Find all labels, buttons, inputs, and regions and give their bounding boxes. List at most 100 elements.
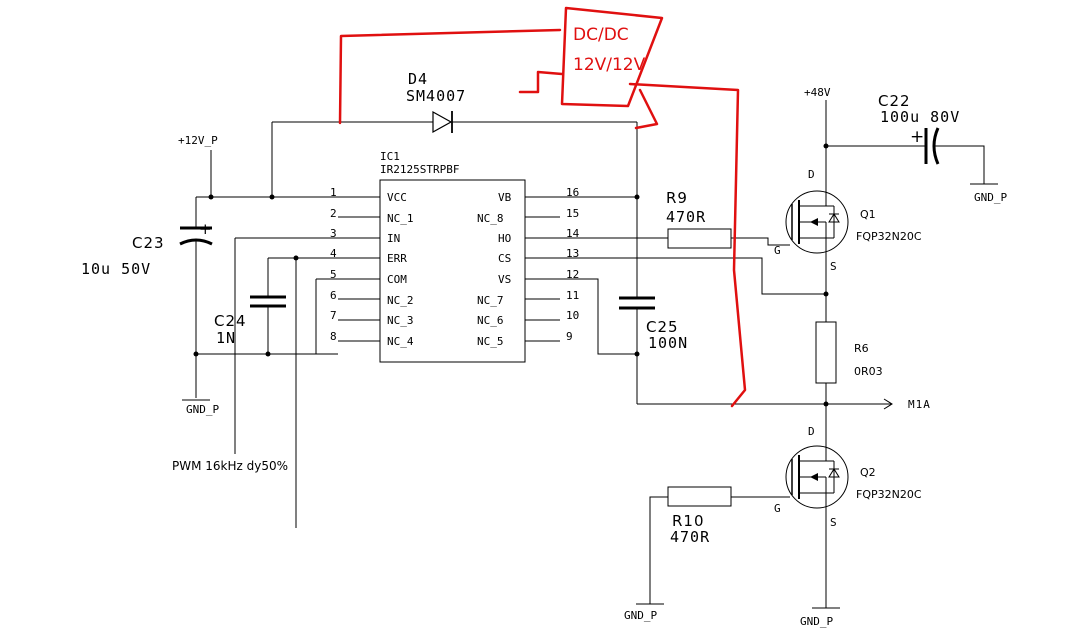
gnd-label-left: GND_P (186, 403, 219, 416)
pin-number: 9 (566, 330, 573, 343)
pin-number: 2 (330, 207, 337, 220)
junction (823, 401, 829, 407)
junction (208, 194, 214, 200)
polarity-plus: + (199, 220, 212, 238)
pin-number: 16 (566, 186, 579, 199)
r10-ref: R10 (672, 512, 705, 530)
pin-name: NC_2 (387, 294, 414, 307)
dcdc-line2: 12V/12V (573, 55, 646, 75)
gnd-label-c22: GND_P (974, 191, 1007, 204)
polarity-plus: + (910, 127, 924, 147)
junction (823, 291, 829, 297)
supply-12v-label: +12V_P (178, 134, 218, 147)
pin-number: 8 (330, 330, 337, 343)
q2-source-label: S (830, 516, 837, 529)
q2-value: FQP32N20C (856, 488, 922, 501)
pin-number: 1 (330, 186, 337, 199)
pin-name: NC_7 (477, 294, 504, 307)
annotation-wire-vb (634, 88, 659, 130)
annotation-wire-mid (518, 70, 564, 94)
r9-ref: R9 (666, 189, 688, 207)
pin-name: NC_4 (387, 335, 414, 348)
c23-ref: C23 (132, 234, 165, 252)
c24-value: 1N (216, 329, 236, 347)
r6-value: 0R03 (854, 365, 883, 378)
ic1-body (379, 179, 526, 363)
m1a-label: M1A (908, 398, 931, 411)
capacitor-c24 (250, 257, 380, 354)
q1-drain-label: D (808, 168, 815, 181)
annotation-wire-left (338, 28, 562, 125)
c25-ref: C25 (646, 318, 679, 336)
pin-number: 4 (330, 247, 337, 260)
pin-name: COM (387, 273, 407, 286)
gnd-label-r10: GND_P (624, 609, 657, 622)
mosfet-q1 (785, 190, 849, 260)
resistor-r9 (667, 228, 732, 249)
pin-name: NC_1 (387, 212, 414, 225)
q2-drain-label: D (808, 425, 815, 438)
ic1-right-pins: 16 VB 15 NC_8 14 HO 13 CS 12 VS 11 NC_7 … (477, 186, 580, 348)
resistor-r10 (667, 486, 732, 507)
junction (634, 351, 640, 357)
pin-number: 5 (330, 268, 337, 281)
mosfet-q2 (785, 445, 849, 515)
pin-name: NC_5 (477, 335, 504, 348)
q1-gate-label: G (774, 244, 781, 257)
ic1-left-pins: 1 VCC 2 NC_1 3 IN 4 ERR 5 COM 6 NC_2 7 N… (330, 186, 414, 348)
gnd-label-q2: GND_P (800, 615, 833, 628)
annotation-wire-right (628, 82, 747, 408)
pin-number: 15 (566, 207, 579, 220)
pin-number: 14 (566, 227, 580, 240)
ic1-ref: IC1 (380, 150, 400, 163)
capacitor-c22: + (910, 127, 998, 185)
junction (634, 194, 640, 200)
pin-name: VB (498, 191, 512, 204)
pin-name: NC_6 (477, 314, 504, 327)
c22-ref: C22 (878, 92, 911, 110)
r10-value: 470R (670, 528, 710, 546)
pwm-note: PWM 16kHz dy50% (172, 459, 288, 473)
pin-name: CS (498, 252, 511, 265)
c25-value: 100N (648, 334, 688, 352)
r6-ref: R6 (854, 342, 869, 355)
q1-ref: Q1 (860, 208, 876, 221)
pin-number: 10 (566, 309, 579, 322)
dcdc-box (560, 6, 664, 108)
pin-number: 13 (566, 247, 579, 260)
c24-ref: C24 (214, 312, 247, 330)
pin-name: VCC (387, 191, 407, 204)
pin-name: ERR (387, 252, 407, 265)
q1-value: FQP32N20C (856, 230, 922, 243)
pin-number: 11 (566, 289, 579, 302)
vcc-net-wires (195, 121, 638, 298)
dcdc-line1: DC/DC (573, 25, 629, 45)
junction (269, 194, 275, 200)
c23-value: 10u 50V (81, 260, 151, 278)
c22-value: 100u 80V (880, 108, 960, 126)
pin-name: NC_3 (387, 314, 414, 327)
capacitor-c23: + (179, 220, 213, 398)
pin-number: 3 (330, 227, 337, 240)
pin-name: NC_8 (477, 212, 504, 225)
vs-wire (525, 278, 637, 355)
cs-wire (525, 257, 826, 295)
net-arrow (883, 398, 893, 410)
q1-source-label: S (830, 260, 837, 273)
q2-ref: Q2 (860, 466, 876, 479)
d4-ref: D4 (408, 70, 428, 88)
ic1-part: IR2125STRPBF (380, 163, 459, 176)
supply-48v-label: +48V (804, 86, 831, 99)
pin-name: IN (387, 232, 400, 245)
d4-value: SM4007 (406, 87, 466, 105)
dcdc-annotation (338, 6, 747, 408)
pin-number: 7 (330, 309, 337, 322)
pin-name: VS (498, 273, 511, 286)
diode-d4 (425, 110, 455, 134)
gate-q1-wire (731, 237, 790, 246)
pin-name: HO (498, 232, 511, 245)
q2-gate-label: G (774, 502, 781, 515)
r9-value: 470R (666, 208, 706, 226)
resistor-r6 (815, 321, 837, 384)
